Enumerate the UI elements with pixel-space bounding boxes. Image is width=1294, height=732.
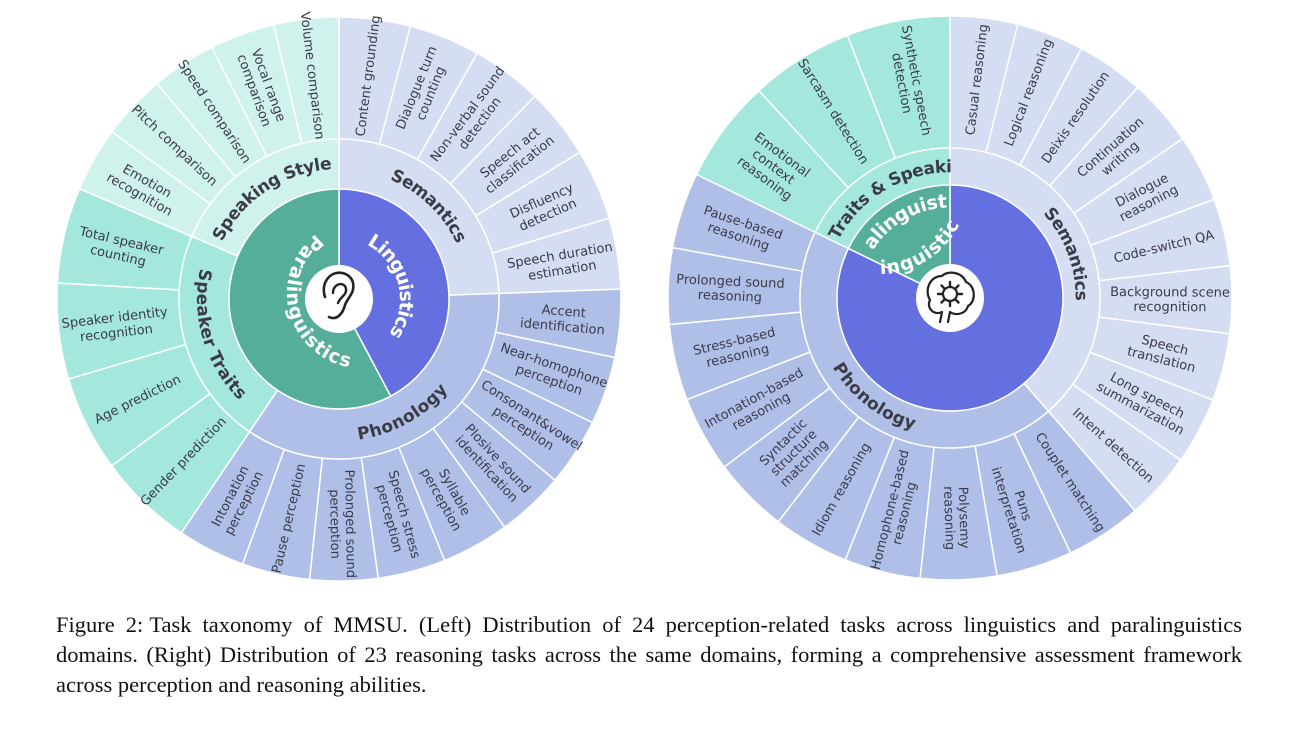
domain-segment-linguistics bbox=[338, 188, 450, 398]
brain-gear-icon-bg bbox=[916, 264, 984, 332]
gear-tooth bbox=[940, 284, 946, 290]
ear-inner bbox=[331, 282, 348, 305]
task-label: Prolonged soundreasoning bbox=[675, 272, 785, 306]
domain-segment-paralinguistics bbox=[847, 184, 951, 300]
figure-caption: Figure 2:Task taxonomy of MMSU. (Left) D… bbox=[56, 610, 1242, 700]
brain-gear-icon bbox=[916, 264, 984, 332]
task-label: Prolonged soundperception bbox=[326, 469, 358, 578]
ear-icon bbox=[305, 265, 373, 333]
gear-tooth bbox=[954, 284, 960, 290]
gear-tooth bbox=[954, 298, 960, 304]
brain-outline bbox=[926, 271, 975, 324]
task-label: Polysemyreasoning bbox=[940, 485, 972, 550]
gear-tooth bbox=[940, 298, 946, 304]
task-label: Accentidentification bbox=[519, 301, 606, 339]
caption-text: Task taxonomy of MMSU. (Left) Distributi… bbox=[56, 612, 1242, 697]
figure-label: Figure 2: bbox=[56, 612, 144, 637]
ear-outline bbox=[322, 271, 355, 320]
